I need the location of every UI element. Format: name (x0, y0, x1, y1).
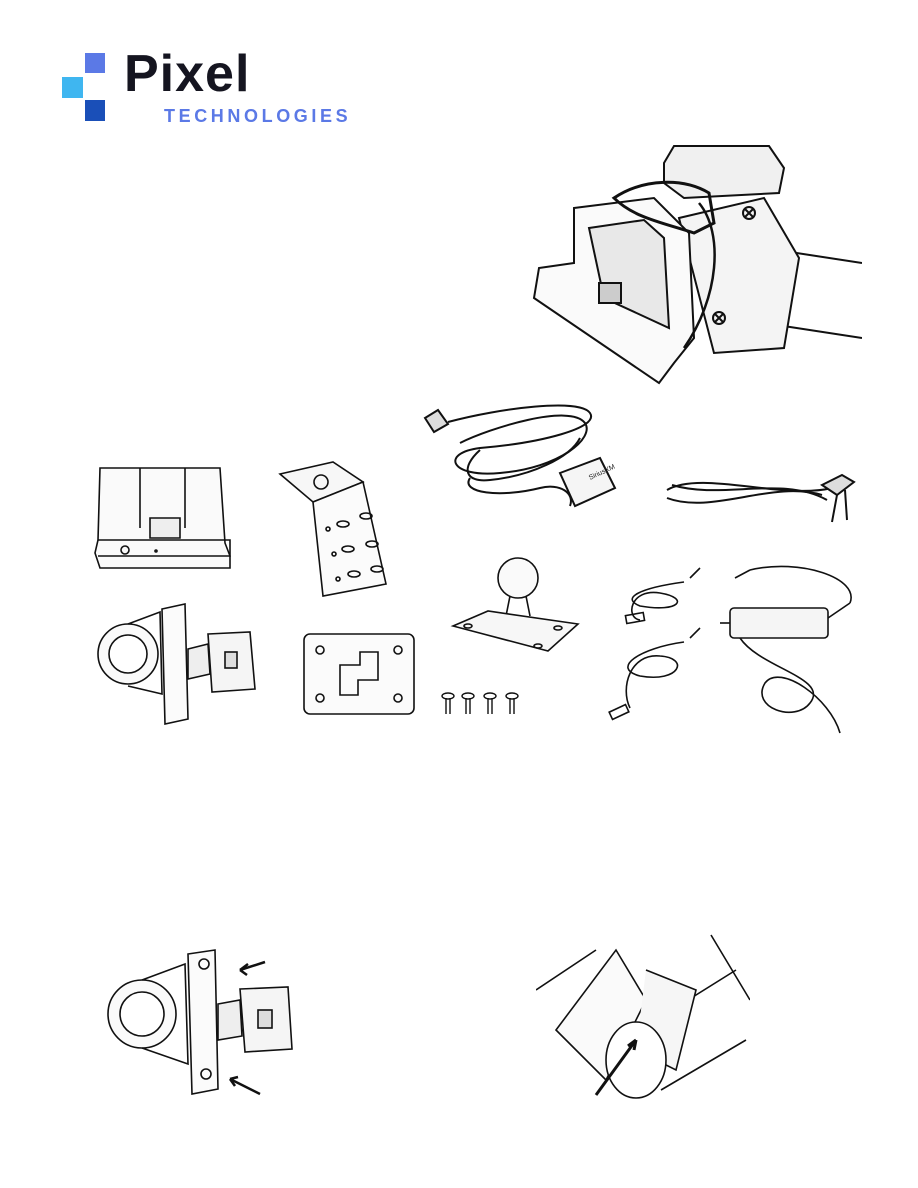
logo-square-top (85, 53, 105, 73)
l-bracket-illustration (268, 454, 396, 602)
cradle-illustration (90, 458, 242, 586)
ball-mount-base-illustration (448, 556, 584, 656)
clamp-assembly-arrows-illustration (100, 944, 300, 1100)
power-cables-illustration (600, 558, 862, 736)
satellite-antenna-illustration: SiriusXM (420, 388, 618, 516)
logo-square-bottom (85, 100, 105, 121)
cradle-on-bar-illustration (514, 138, 862, 388)
logo-wordmark: Pixel (124, 44, 250, 104)
mounting-plate-illustration (300, 630, 418, 718)
logo-square-left (62, 77, 83, 98)
handlebar-clamp-illustration (90, 594, 268, 730)
clamp-on-bar-arrow-illustration (536, 930, 750, 1100)
company-logo: Pixel TECHNOLOGIES (60, 50, 370, 130)
screws-illustration (440, 690, 524, 718)
audio-cable-illustration (662, 470, 862, 528)
logo-tagline: TECHNOLOGIES (164, 106, 351, 127)
